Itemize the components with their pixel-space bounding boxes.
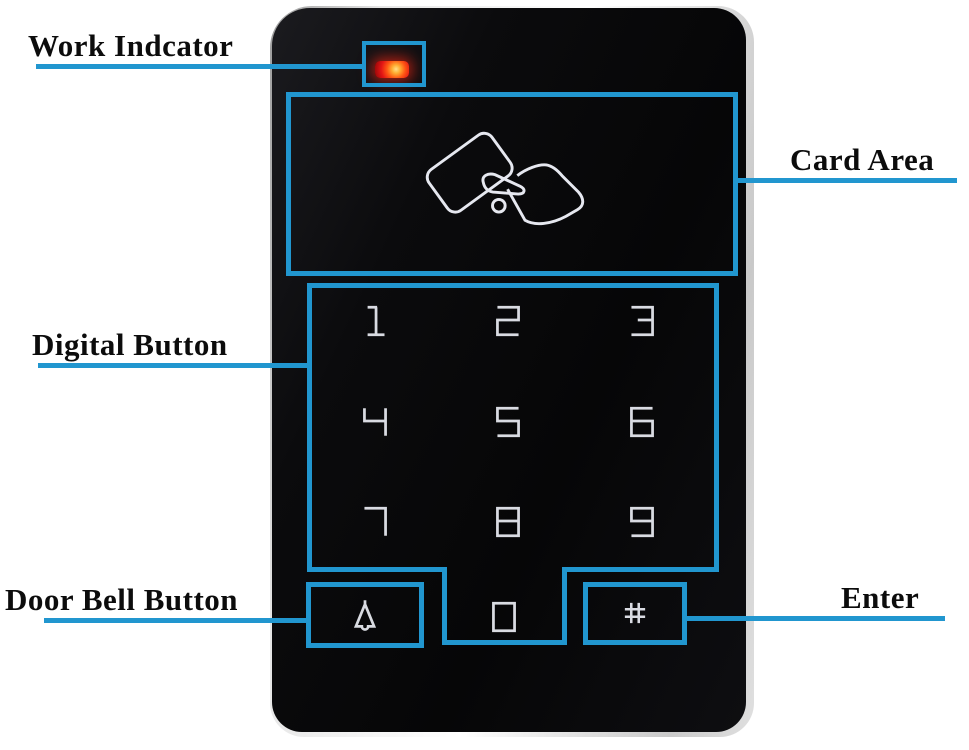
- label-digital-button: Digital Button: [32, 327, 228, 362]
- label-door-bell-button: Door Bell Button: [5, 582, 239, 617]
- key-9[interactable]: [625, 503, 659, 541]
- hash-icon: [619, 597, 651, 629]
- card-swipe-hand-icon: [425, 128, 595, 230]
- key-1[interactable]: [358, 302, 392, 340]
- work-indicator-callout-line: [36, 64, 363, 69]
- keypad-callout-zero-notch: [442, 567, 567, 645]
- key-0[interactable]: [487, 598, 521, 636]
- key-5[interactable]: [491, 403, 525, 441]
- enter-callout-line: [687, 616, 945, 621]
- keypad-callout-bottom-right: [567, 567, 719, 572]
- doorbell-callout-line: [44, 618, 307, 623]
- access-keypad-device: [270, 6, 754, 737]
- label-work-indicator: Work Indcator: [28, 28, 234, 63]
- key-2[interactable]: [491, 302, 525, 340]
- digital-button-callout-line: [38, 363, 308, 368]
- label-card-area: Card Area: [790, 142, 935, 177]
- card-area-callout-box: [286, 92, 738, 276]
- device-front-panel: [272, 8, 746, 732]
- label-enter: Enter: [841, 580, 920, 615]
- card-area-callout-line: [736, 178, 957, 183]
- enter-hash-key[interactable]: [619, 597, 651, 629]
- key-3[interactable]: [625, 302, 659, 340]
- bell-icon: [348, 597, 382, 633]
- doorbell-callout-box: [306, 582, 424, 648]
- key-8[interactable]: [491, 503, 525, 541]
- work-indicator-callout-box: [362, 41, 426, 87]
- key-6[interactable]: [625, 403, 659, 441]
- doorbell-key[interactable]: [348, 597, 382, 633]
- enter-callout-box: [583, 582, 687, 645]
- keypad-callout-box: [307, 283, 719, 572]
- work-led-indicator: [375, 61, 409, 78]
- key-4[interactable]: [358, 403, 392, 441]
- keypad-callout-bottom-left: [307, 567, 442, 572]
- key-7[interactable]: [358, 503, 392, 541]
